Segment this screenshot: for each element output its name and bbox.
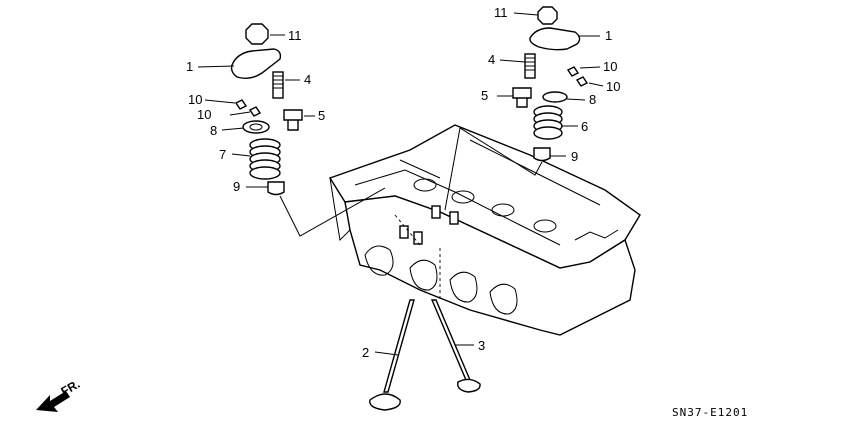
label-11-left: 11: [288, 28, 302, 43]
cotter-icon: [248, 106, 262, 117]
pivot-bolt-icon: [512, 87, 532, 108]
label-10-right-upper: 10: [603, 59, 617, 74]
label-8-right: 8: [589, 92, 596, 107]
right-valve-train-group: [444, 6, 589, 211]
label-2: 2: [362, 345, 369, 360]
cam-journal: [533, 219, 557, 233]
exhaust-valve: [430, 299, 481, 393]
label-10-right-lower: 10: [606, 79, 620, 94]
cotter-icon: [234, 99, 248, 110]
cam-journal: [491, 203, 515, 217]
label-7-left: 7: [219, 147, 226, 162]
part-labels: 11 1 4 10 5 10 8 7 9 11 1 4 10 10 5 8 6 …: [186, 5, 620, 360]
diagram-code: SN37-E1201: [672, 406, 748, 419]
label-11-right: 11: [494, 5, 508, 20]
stud: [399, 225, 409, 239]
cam-journal: [413, 178, 437, 192]
label-9-left: 9: [233, 179, 240, 194]
label-9-right: 9: [571, 149, 578, 164]
cotter-icon: [566, 66, 580, 77]
spring-retainer-icon: [242, 120, 270, 134]
lock-nut-icon: [245, 23, 269, 45]
arrow-front-icon: [36, 391, 70, 412]
leader-lines: [197, 12, 604, 356]
label-8-left: 8: [210, 123, 217, 138]
label-1-left: 1: [186, 59, 193, 74]
valve-stem-seal-icon: [533, 147, 551, 162]
rocker-arm-icon: [529, 27, 581, 51]
label-4-right: 4: [488, 52, 495, 67]
label-5-left: 5: [318, 108, 325, 123]
label-4-left: 4: [304, 72, 311, 87]
left-valve-train-group: [230, 23, 386, 237]
label-5-right: 5: [481, 88, 488, 103]
label-6-right: 6: [581, 119, 588, 134]
rocker-arm-icon: [230, 48, 282, 80]
label-3: 3: [478, 338, 485, 353]
intake-valve: [369, 299, 415, 411]
stud: [431, 205, 441, 219]
valve-spring-icon: [533, 105, 563, 140]
front-direction-indicator: FR.: [36, 377, 82, 412]
valve-stem-seal-icon: [267, 181, 285, 196]
cylinder-head: [328, 124, 641, 336]
label-1-right: 1: [605, 28, 612, 43]
stud: [413, 231, 423, 245]
label-10-left-upper: 10: [188, 92, 202, 107]
adjusting-screw-icon: [272, 71, 284, 99]
stud: [449, 211, 459, 225]
intake-ports: [364, 245, 518, 315]
spring-retainer-icon: [542, 91, 568, 103]
pivot-bolt-icon: [283, 109, 303, 131]
label-10-left-lower: 10: [197, 107, 211, 122]
lock-nut-icon: [537, 6, 558, 25]
cam-journal: [451, 190, 475, 204]
cotter-icon: [575, 76, 589, 87]
valve-spring-icon: [249, 138, 281, 180]
